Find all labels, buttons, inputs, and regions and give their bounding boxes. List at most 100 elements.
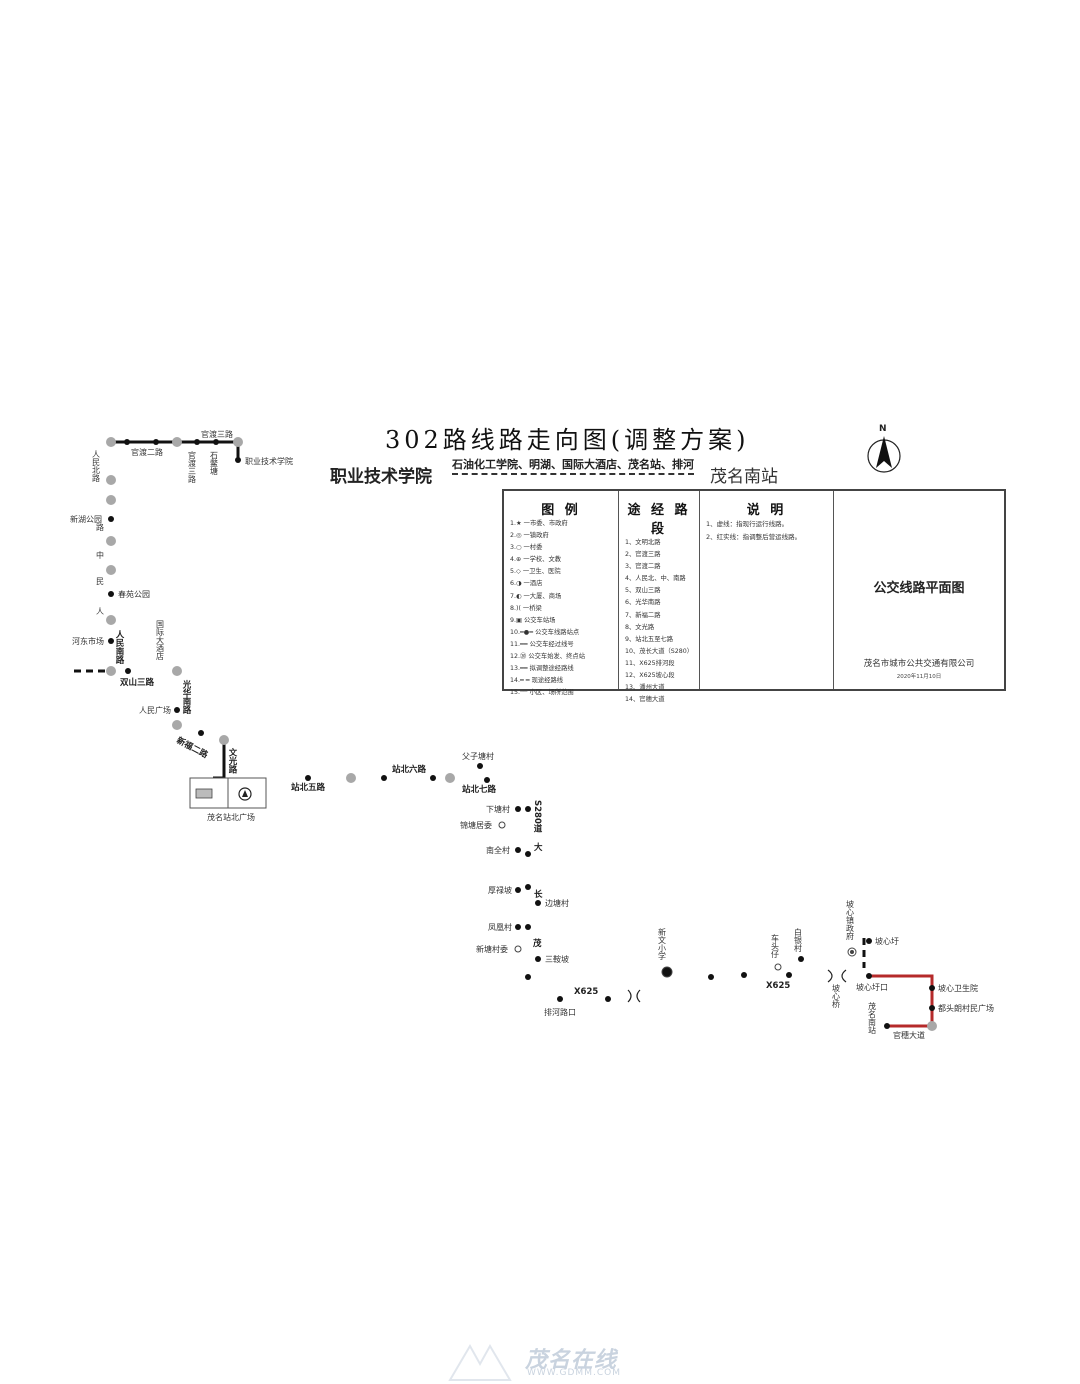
label-poxinzhen: 坡心镇政府	[846, 899, 855, 941]
label-ren: 人	[96, 607, 104, 616]
label-xintang: 新塘村委	[476, 944, 508, 954]
label-renminguangchang: 人民广场	[139, 705, 171, 715]
legend-item: 5.◇ 一卫生、医院	[510, 568, 561, 576]
label-shuangshan: 双山三路	[120, 677, 155, 688]
label-xinhu: 新湖公园	[70, 514, 102, 524]
label-guandu3-vertical: 官渡三路	[188, 450, 197, 483]
label-min: 民	[96, 577, 104, 586]
legend-list: 1.★ 一市委、市政府 2.◎ 一镇政府 3.○ 一村委 4.⊕ 一学校、文教 …	[504, 518, 618, 699]
notes-heading: 说 明	[746, 503, 787, 518]
plan-title: 公交线路平面图	[873, 581, 965, 596]
segment-item: 9、站北五至七路	[625, 635, 674, 643]
company-name: 茂名市城市公共交通有限公司	[863, 659, 975, 669]
label-poxinzai: 坡心圩	[875, 936, 899, 946]
segments-column: 途 经 路 段 1、文明北路 2、官渡三路 3、官渡二路 4、人民北、中、南路 …	[619, 491, 700, 703]
watermark-logo-icon	[448, 1343, 512, 1381]
adjusted-red-route	[869, 974, 934, 1028]
segments-heading: 途 经 路 段	[627, 503, 691, 537]
label-shijiutang: 石鳖塘	[210, 451, 219, 476]
segment-item: 1、文明北路	[625, 539, 661, 546]
map-title: 302路线路走向图(调整方案)	[385, 426, 750, 454]
segment-item: 5、双山三路	[625, 587, 661, 595]
label-guanghua: 光华南路	[181, 679, 192, 715]
legend-item: 7.◐ 一大厦、商场	[510, 592, 562, 600]
label-zhanbei5: 站北五路	[291, 782, 326, 793]
label-xiatang: 下塘村	[486, 804, 510, 814]
label-poxinws: 坡心卫生院	[938, 983, 978, 993]
label-lu: 路	[96, 522, 104, 532]
label-guoji: 国际大酒店	[156, 620, 165, 661]
note-item: 2、红实线：指调整后营运线路。	[706, 533, 802, 541]
watermark-brand: 茂名在线	[525, 1348, 618, 1373]
route-lines	[111, 440, 240, 792]
label-fenghuang: 凤凰村	[488, 922, 512, 932]
label-zhiye: 职业技术学院	[245, 456, 293, 466]
legend-item: 4.⊕ 一学校、文教	[510, 556, 562, 564]
route-dashed-lines	[74, 669, 866, 968]
label-baiyin: 白银村	[794, 927, 803, 952]
segment-item: 14、官穗大道	[625, 696, 665, 704]
plan-date: 2020年11月10日	[896, 674, 942, 680]
legend-item: 1.★ 一市委、市政府	[510, 520, 568, 527]
label-guansui: 官穗大道	[893, 1030, 925, 1040]
label-maomingzhan: 茂名站北广场	[207, 812, 255, 822]
label-zhanbei6: 站北六路	[392, 764, 427, 775]
label-renminbei: 人民北路	[92, 450, 101, 482]
route-destination: 茂名南站	[710, 467, 778, 487]
label-guandu3: 官渡三路	[201, 429, 233, 439]
watermark-url: WWW.GDMM.COM	[527, 1368, 621, 1378]
label-fuzitang: 父子塘村	[462, 751, 494, 761]
label-sanyanpo: 三鞍坡	[545, 954, 569, 964]
label-poxinqiao: 坡心桥	[832, 983, 841, 1009]
label-chang: 长	[534, 889, 543, 900]
route-via: 石油化工学院、明湖、国际大酒店、茂名站、排河	[452, 456, 694, 475]
segment-item: 3、官渡二路	[625, 563, 661, 571]
label-jintang: 锦塘居委	[460, 820, 492, 830]
segment-item: 6、光华南路	[625, 599, 661, 607]
legend-item: 3.○ 一村委	[510, 544, 543, 552]
label-guandu2: 官渡二路	[131, 447, 163, 457]
notes-column: 说 明 1、虚线：指现行运行线路。 2、红实线：指调整后营运线路。	[700, 491, 834, 689]
label-da: 大	[534, 842, 543, 853]
segment-item: 10、茂长大道（S280）	[625, 647, 694, 655]
label-maomingnan: 茂名南站	[868, 1001, 877, 1035]
north-arrow-icon	[867, 436, 901, 473]
route-origin: 职业技术学院	[330, 467, 432, 487]
legend-item: 10.━●━ 公交车线路站点	[510, 628, 580, 636]
segment-item: 8、文光路	[625, 623, 655, 631]
legend-item: 14.━ ━ 现途经路线	[510, 677, 564, 685]
legend-item: 2.◎ 一镇政府	[510, 532, 549, 540]
segment-item: 13、潘州大道	[625, 684, 665, 692]
legend-item: 15.┈┈ 小区、场所范围	[510, 689, 574, 697]
label-xinwen: 新文小学	[658, 927, 667, 960]
legend-item: 12.⑳ 公交车始发、终点站	[510, 653, 585, 661]
label-wenguang: 文光路	[227, 747, 238, 774]
segment-item: 2、官渡三路	[625, 551, 661, 559]
label-hedong: 河东市场	[72, 636, 104, 646]
segment-item: 4、人民北、中、南路	[625, 575, 686, 583]
note-item: 1、虚线：指现行运行线路。	[706, 520, 789, 528]
label-xinfu: 新福二路	[175, 735, 211, 761]
label-mao: 茂	[532, 938, 542, 949]
legend-table: 图 例 1.★ 一市委、市政府 2.◎ 一镇政府 3.○ 一村委 4.⊕ 一学校…	[502, 489, 1006, 703]
black-stops	[108, 439, 935, 1029]
grey-stops	[106, 437, 937, 1031]
label-nanquan: 南全村	[486, 845, 510, 855]
legend-column: 图 例 1.★ 一市委、市政府 2.◎ 一镇政府 3.○ 一村委 4.⊕ 一学校…	[504, 491, 619, 696]
legend-item: 11.━━ 公交车经过线号	[510, 640, 574, 648]
hollow-markers	[498, 821, 857, 978]
label-ductou: 都头朗村民广场	[938, 1003, 994, 1013]
label-paihe: 排河路口	[544, 1007, 576, 1017]
bridge-icon	[627, 969, 847, 1003]
segment-item: 12、X625坡心段	[625, 672, 675, 680]
label-renminnan: 人民南路	[114, 629, 124, 665]
label-chetouzai: 车头仔	[771, 933, 780, 959]
legend-item: 6.◑ 一酒店	[510, 580, 543, 588]
segment-item: 11、X625排河段	[625, 659, 675, 667]
plan-column: 公交线路平面图 茂名市城市公共交通有限公司 2020年11月10日	[834, 491, 1004, 689]
compass-label: N	[879, 424, 887, 434]
label-zhong: 中	[96, 550, 104, 560]
label-x625a: X625	[574, 987, 598, 997]
bus-station-box	[189, 777, 267, 809]
